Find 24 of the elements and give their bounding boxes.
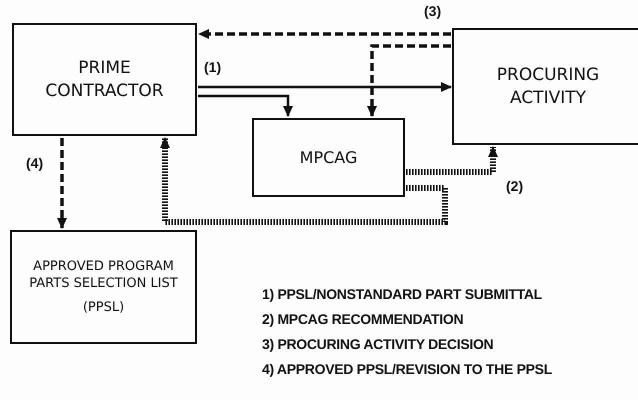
process-box bbox=[452, 28, 638, 145]
box-label: (PPSL) bbox=[82, 298, 126, 316]
arrow bbox=[160, 137, 448, 225]
arrow bbox=[367, 44, 451, 117]
arrow bbox=[198, 94, 293, 117]
arrow bbox=[198, 82, 452, 92]
legend-note: 1) PPSL/NONSTANDARD PART SUBMITTAL bbox=[262, 286, 542, 302]
arrow bbox=[406, 146, 498, 175]
legend-note: 4) APPROVED PPSL/REVISION TO THE PPSL bbox=[262, 361, 552, 377]
box-label: PROCURING ACTIVITY bbox=[496, 64, 600, 110]
edge-label: (3) bbox=[423, 3, 442, 19]
edge-label: (1) bbox=[203, 59, 222, 75]
box-label: APPROVED PROGRAM PARTS SELECTION LIST bbox=[28, 258, 179, 293]
process-box bbox=[252, 118, 405, 197]
legend-note: 2) MPCAG RECOMMENDATION bbox=[262, 311, 464, 327]
edge-label: (4) bbox=[25, 155, 44, 171]
arrow bbox=[198, 29, 451, 39]
process-box bbox=[12, 23, 197, 136]
arrow bbox=[57, 138, 67, 229]
edge-label: (2) bbox=[505, 178, 524, 194]
box-label: MPCAG bbox=[298, 146, 358, 168]
legend-note: 3) PROCURING ACTIVITY DECISION bbox=[262, 336, 494, 352]
process-box bbox=[10, 230, 197, 344]
box-label: PRIME CONTRACTOR bbox=[44, 56, 165, 102]
